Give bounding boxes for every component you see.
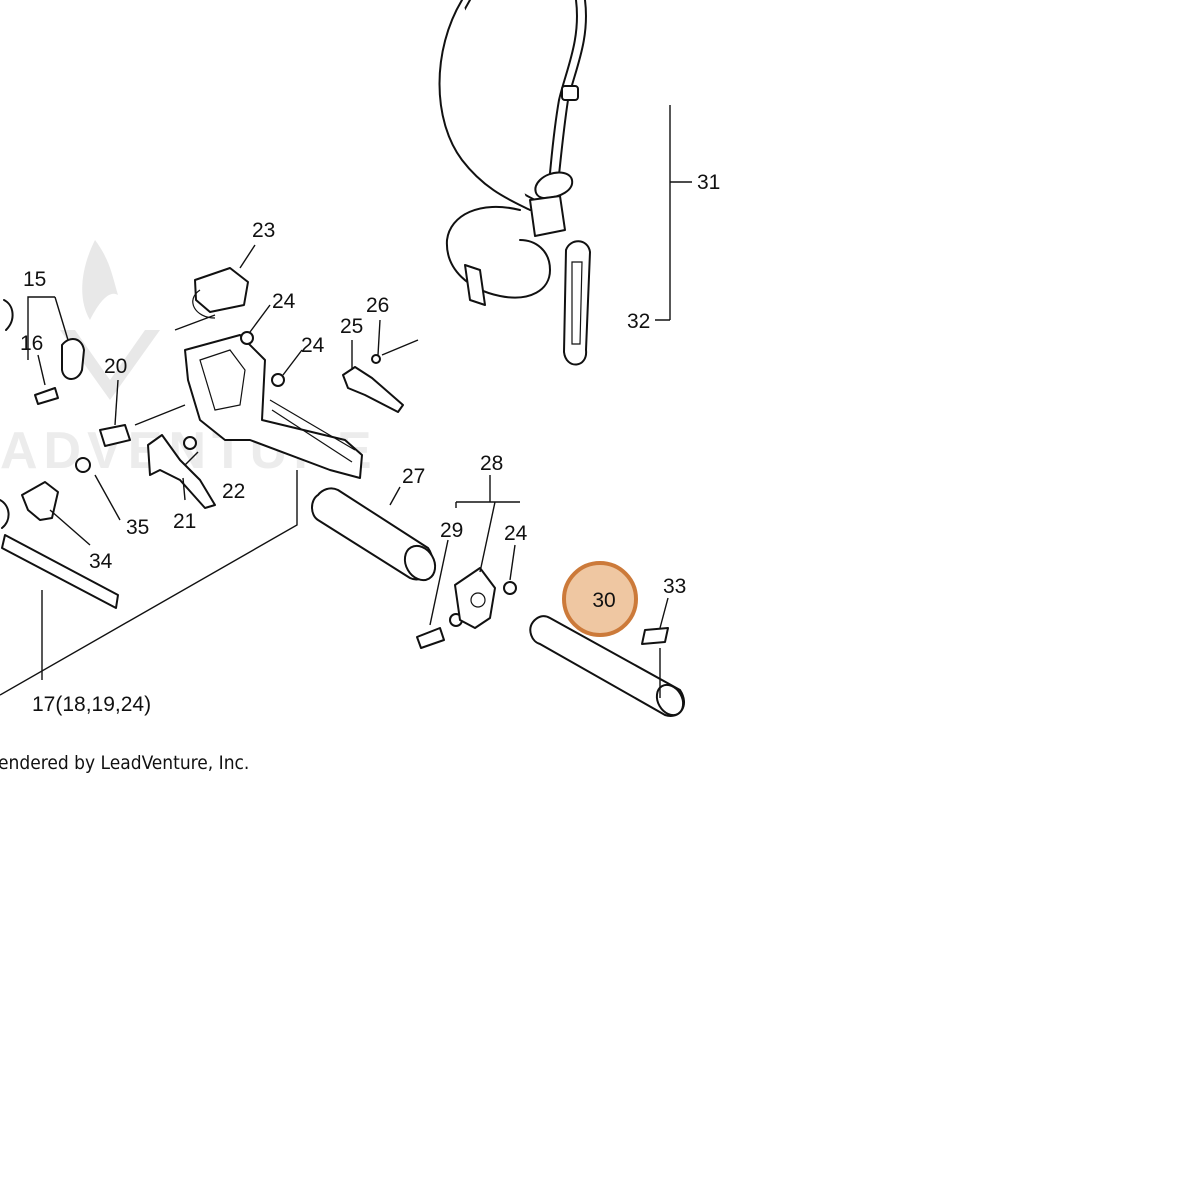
- pipe-part-30: [529, 615, 685, 717]
- label-32[interactable]: 32: [627, 310, 650, 333]
- lever-part-25: [342, 366, 404, 413]
- handle-body: [184, 334, 363, 479]
- label-22[interactable]: 22: [222, 480, 245, 503]
- clamp-part-16: [3, 299, 85, 380]
- highlight-circle-30: [562, 561, 638, 637]
- label-24a[interactable]: 24: [272, 290, 296, 313]
- label-24b[interactable]: 24: [301, 334, 325, 357]
- holder-part-28: [454, 567, 496, 629]
- grip-part-27: [311, 487, 437, 582]
- switch-part-23: [192, 267, 249, 319]
- small-hardware: [34, 331, 517, 649]
- label-30[interactable]: 30: [592, 589, 615, 612]
- label-24c[interactable]: 24: [504, 522, 528, 545]
- label-part-33: [641, 627, 669, 645]
- label-23[interactable]: 23: [252, 219, 275, 242]
- label-29[interactable]: 29: [440, 519, 463, 542]
- shaft-part-17: [0, 499, 119, 609]
- label-26[interactable]: 26: [366, 294, 389, 317]
- label-35[interactable]: 35: [126, 516, 149, 539]
- bracket-part-34: [21, 481, 59, 521]
- label-20[interactable]: 20: [104, 355, 127, 378]
- label-16[interactable]: 16: [20, 332, 43, 355]
- label-17[interactable]: 17(18,19,24): [32, 693, 151, 716]
- clip-part-20: [99, 424, 131, 447]
- label-34[interactable]: 34: [89, 550, 113, 573]
- loop-part-32: [563, 240, 591, 366]
- credit-text: endered by LeadVenture, Inc.: [0, 752, 249, 774]
- harness-part-31: [438, 0, 587, 306]
- label-27[interactable]: 27: [402, 465, 425, 488]
- label-28[interactable]: 28: [480, 452, 503, 475]
- label-15[interactable]: 15: [23, 268, 46, 291]
- label-31[interactable]: 31: [697, 171, 720, 194]
- lever-part-21: [147, 434, 216, 509]
- label-25[interactable]: 25: [340, 315, 363, 338]
- label-21[interactable]: 21: [173, 510, 196, 533]
- label-33[interactable]: 33: [663, 575, 686, 598]
